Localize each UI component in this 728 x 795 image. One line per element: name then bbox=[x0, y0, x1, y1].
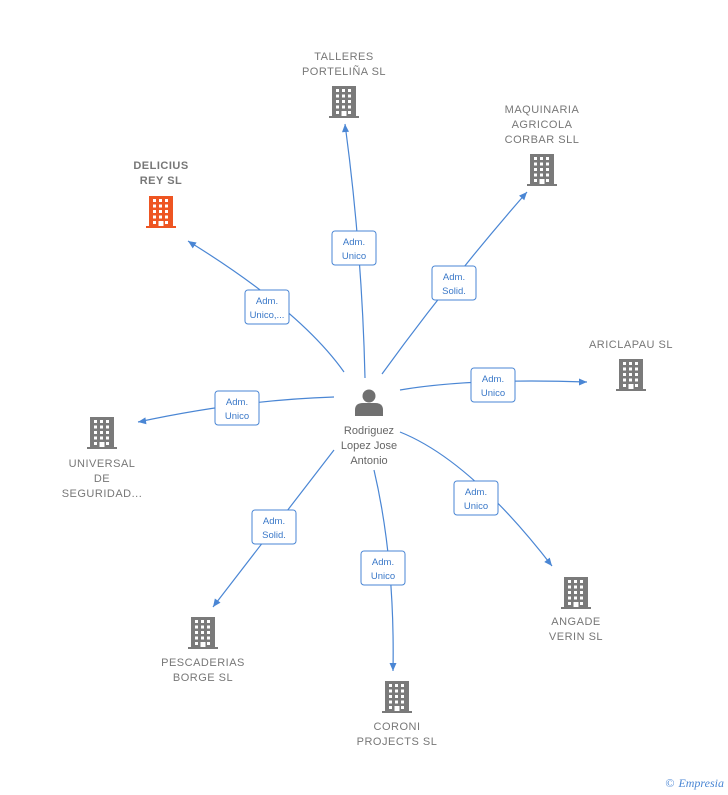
company-node-delicius[interactable]: DELICIUS REY SL bbox=[133, 160, 188, 228]
edge-label-text: Adm. bbox=[482, 374, 504, 385]
building-icon[interactable] bbox=[146, 196, 176, 228]
edge-label-box bbox=[251, 509, 297, 545]
edge-label-text: Solid. bbox=[442, 286, 466, 297]
arrow-head bbox=[389, 663, 397, 671]
arrow-head bbox=[213, 598, 221, 607]
company-name-line[interactable]: MAQUINARIA bbox=[505, 104, 580, 116]
building-icon[interactable] bbox=[616, 359, 646, 391]
company-name-line[interactable]: VERIN SL bbox=[549, 631, 603, 643]
edge-label-text: Adm. bbox=[256, 296, 278, 307]
edge-label-box bbox=[214, 390, 260, 426]
edge-label-universal[interactable]: Adm. Unico bbox=[214, 390, 260, 426]
edge-label-text: Unico bbox=[371, 571, 395, 582]
edge-label-text: Adm. bbox=[343, 237, 365, 248]
company-name-line[interactable]: PROJECTS SL bbox=[357, 736, 438, 748]
edge-label-text: Adm. bbox=[226, 397, 248, 408]
arrow-head bbox=[188, 241, 197, 249]
building-icon[interactable] bbox=[527, 154, 557, 186]
edge-label-text: Adm. bbox=[465, 487, 487, 498]
edge-label-coroni[interactable]: Adm. Unico bbox=[360, 550, 406, 586]
company-name-line[interactable]: CORBAR SLL bbox=[505, 134, 580, 146]
person-name-line[interactable]: Antonio bbox=[350, 455, 387, 467]
company-name-line[interactable]: UNIVERSAL bbox=[69, 458, 136, 470]
edge-label-text: Unico bbox=[481, 388, 505, 399]
company-name-line[interactable]: ARICLAPAU SL bbox=[589, 339, 673, 351]
company-name-line[interactable]: CORONI bbox=[374, 721, 421, 733]
company-node-universal[interactable]: UNIVERSAL DE SEGURIDAD... bbox=[62, 417, 143, 500]
edge-label-text: Adm. bbox=[263, 516, 285, 527]
edge-label-box bbox=[331, 230, 377, 266]
building-icon[interactable] bbox=[188, 617, 218, 649]
company-node-pescaderias[interactable]: PESCADERIAS BORGE SL bbox=[161, 617, 245, 684]
edge-label-box bbox=[244, 289, 290, 325]
company-name-line[interactable]: DELICIUS bbox=[133, 160, 188, 172]
person-icon bbox=[355, 389, 383, 416]
building-icon[interactable] bbox=[561, 577, 591, 609]
person-name-line[interactable]: Rodriguez bbox=[344, 425, 394, 437]
arrow-head bbox=[519, 192, 527, 201]
company-node-coroni[interactable]: CORONI PROJECTS SL bbox=[357, 681, 438, 748]
person-name-line[interactable]: Lopez Jose bbox=[341, 440, 397, 452]
brand-logo[interactable]: Empresia bbox=[678, 776, 724, 790]
arrow-head bbox=[544, 557, 552, 566]
edge-label-text: Unico bbox=[464, 501, 488, 512]
company-name-line[interactable]: PORTELIÑA SL bbox=[302, 65, 386, 78]
building-icon[interactable] bbox=[382, 681, 412, 713]
building-icon[interactable] bbox=[87, 417, 117, 449]
edge-label-delicius[interactable]: Adm. Unico,... bbox=[244, 289, 290, 325]
company-node-maquinaria[interactable]: MAQUINARIA AGRICOLA CORBAR SLL bbox=[505, 104, 580, 186]
copyright: ©Empresia bbox=[665, 776, 724, 791]
copyright-symbol: © bbox=[665, 776, 675, 790]
edge-angade bbox=[399, 431, 553, 567]
edge-label-maquinaria[interactable]: Adm. Solid. bbox=[431, 265, 477, 301]
building-icon[interactable] bbox=[329, 86, 359, 118]
edge-label-ariclapau[interactable]: Adm. Unico bbox=[470, 367, 516, 403]
company-name-line[interactable]: AGRICOLA bbox=[512, 119, 573, 131]
edge-label-text: Adm. bbox=[372, 557, 394, 568]
company-name-line[interactable]: REY SL bbox=[140, 175, 183, 187]
company-name-line[interactable]: PESCADERIAS bbox=[161, 657, 245, 669]
company-node-angade[interactable]: ANGADE VERIN SL bbox=[549, 577, 603, 643]
company-name-line[interactable]: BORGE SL bbox=[173, 672, 233, 684]
arrow-head bbox=[579, 378, 587, 386]
arrow-head bbox=[138, 417, 147, 425]
edge-label-text: Unico bbox=[342, 251, 366, 262]
edge-label-angade[interactable]: Adm. Unico bbox=[453, 480, 499, 516]
edge-label-text: Unico bbox=[225, 411, 249, 422]
edge-label-text: Solid. bbox=[262, 530, 286, 541]
edge-label-text: Adm. bbox=[443, 272, 465, 283]
edge-label-box bbox=[470, 367, 516, 403]
edge-label-text: Unico,... bbox=[250, 310, 285, 321]
edge-label-box bbox=[431, 265, 477, 301]
company-name-line[interactable]: TALLERES bbox=[314, 51, 373, 63]
company-name-line[interactable]: SEGURIDAD... bbox=[62, 488, 143, 500]
edge-label-pescaderias[interactable]: Adm. Solid. bbox=[251, 509, 297, 545]
arrow-head bbox=[342, 124, 349, 133]
company-name-line[interactable]: ANGADE bbox=[551, 616, 600, 628]
edge-label-box bbox=[360, 550, 406, 586]
edge-label-talleres[interactable]: Adm. Unico bbox=[331, 230, 377, 266]
edge-label-box bbox=[453, 480, 499, 516]
company-name-line[interactable]: DE bbox=[94, 473, 110, 485]
company-node-talleres[interactable]: TALLERES PORTELIÑA SL bbox=[302, 51, 386, 118]
company-node-ariclapau[interactable]: ARICLAPAU SL bbox=[589, 339, 673, 391]
